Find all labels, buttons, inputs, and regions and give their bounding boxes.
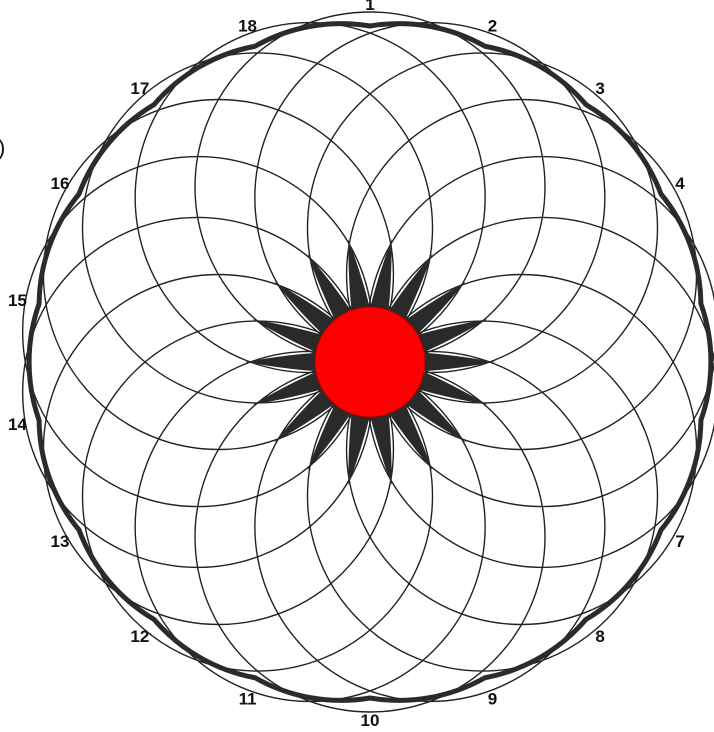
- petal-label: 11: [239, 689, 257, 708]
- left-edge-mark: ): [0, 135, 5, 160]
- petal-label: 17: [130, 79, 149, 98]
- center-disc: [315, 307, 425, 417]
- petal-label: 1: [365, 0, 374, 14]
- petal-label: 12: [130, 627, 149, 646]
- petal-label: 18: [238, 17, 257, 36]
- petal-label: 16: [50, 174, 69, 193]
- petal-label: 8: [595, 627, 604, 646]
- petal-label: 9: [488, 689, 497, 708]
- petal-label: 14: [8, 415, 27, 434]
- petal-label: 13: [50, 532, 69, 551]
- petal-label: 10: [361, 711, 380, 730]
- petal-label: 3: [595, 79, 604, 98]
- petal-label: 2: [488, 17, 497, 36]
- petal-label: 7: [675, 532, 684, 551]
- petal-label: 4: [675, 174, 685, 193]
- petal-label: 15: [8, 291, 27, 310]
